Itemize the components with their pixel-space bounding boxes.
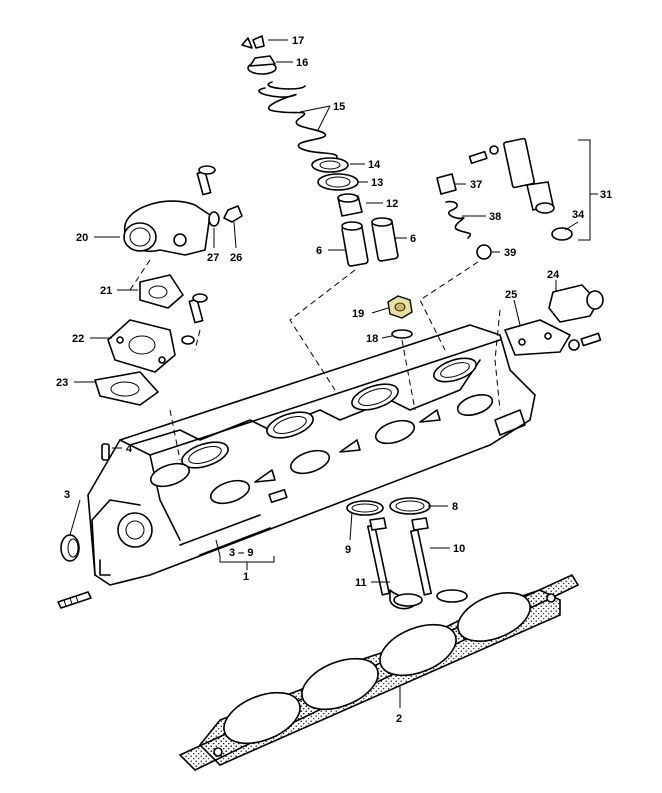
callout-26: 26 (230, 252, 242, 264)
callout-15: 15 (333, 101, 345, 113)
intake-flange (107, 293, 208, 373)
callout-16: 16 (296, 57, 308, 69)
head-gasket (178, 573, 580, 771)
callout-8: 8 (452, 501, 458, 513)
callout-21: 21 (100, 285, 112, 297)
callout-19: 19 (352, 308, 364, 320)
seal-ring (60, 534, 80, 562)
callout-3: 3 (64, 489, 70, 501)
leader-lines (69, 39, 598, 708)
callout-2: 2 (396, 713, 402, 725)
valve-seats (346, 497, 431, 516)
tensioner-group (436, 137, 604, 356)
callout-17: 17 (292, 35, 304, 47)
callout-31: 31 (600, 189, 612, 201)
callout-23: 23 (56, 377, 68, 389)
flange-gasket (139, 274, 184, 309)
callout-24: 24 (547, 269, 560, 281)
callout-13: 13 (371, 177, 383, 189)
manifold-gasket (94, 371, 159, 406)
cylinder-head (87, 324, 536, 586)
callout-39: 39 (504, 247, 516, 259)
callout-25: 25 (505, 289, 517, 301)
callout-6b: 6 (410, 233, 416, 245)
callout-34: 34 (572, 209, 585, 221)
callout-27: 27 (207, 252, 219, 264)
callout-1: 1 (243, 571, 249, 583)
callout-37: 37 (470, 179, 482, 191)
dowel-pin (101, 443, 110, 461)
stud (57, 591, 92, 609)
callout-38: 38 (489, 211, 501, 223)
callout-10: 10 (453, 543, 465, 555)
callout-3-9: 3 – 9 (229, 547, 253, 559)
valve-spring-stack (241, 35, 399, 267)
callout-20: 20 (76, 232, 88, 244)
callout-labels: 17 16 15 14 13 12 6 6 8 9 10 11 2 3 4 20… (56, 35, 612, 725)
assembly-lines (129, 259, 501, 461)
callout-6a: 6 (316, 245, 322, 257)
callout-11: 11 (355, 577, 367, 589)
callout-22: 22 (72, 333, 84, 345)
nut-and-washer (387, 295, 413, 339)
callout-18: 18 (366, 333, 378, 345)
callout-9: 9 (345, 544, 351, 556)
valves (366, 517, 468, 610)
callout-4: 4 (126, 443, 133, 455)
intake-elbow (123, 165, 243, 256)
callout-14: 14 (368, 159, 381, 171)
callout-12: 12 (386, 198, 398, 210)
